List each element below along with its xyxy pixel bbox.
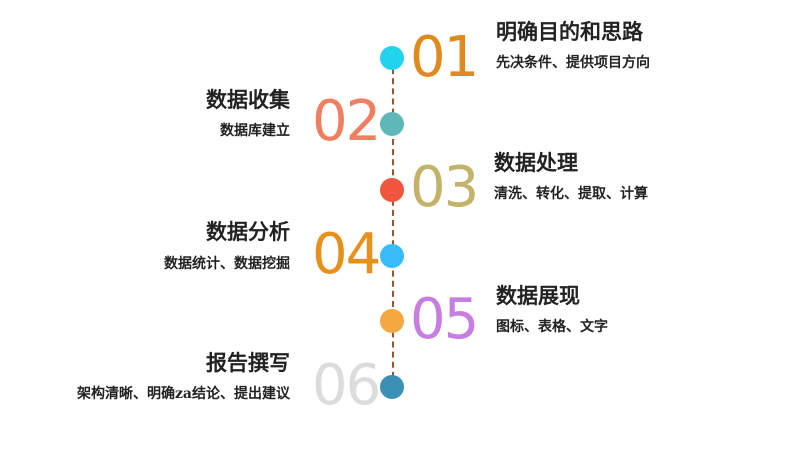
step-1-subtitle: 先决条件、提供项目方向 (496, 55, 650, 71)
timeline-dashed-line (392, 58, 394, 388)
step-1-number: 01 (410, 25, 479, 90)
step-1-dot (380, 46, 404, 70)
step-3-subtitle: 清洗、转化、提取、计算 (494, 186, 648, 202)
step-2-number: 02 (312, 89, 381, 154)
step-5-number: 05 (410, 287, 479, 352)
step-3-number: 03 (410, 155, 479, 220)
step-6-number: 06 (312, 353, 381, 418)
step-5-subtitle: 图标、表格、文字 (496, 319, 608, 335)
step-2-title: 数据收集 (206, 87, 290, 112)
step-6-subtitle: 架构清晰、明确za结论、提出建议 (76, 386, 290, 402)
step-3-title: 数据处理 (494, 150, 578, 175)
step-4-subtitle: 数据统计、数据挖掘 (164, 256, 290, 272)
step-3-dot (380, 178, 404, 202)
step-4-title: 数据分析 (206, 219, 290, 244)
step-6-dot (380, 375, 404, 399)
step-1-title: 明确目的和思路 (496, 19, 643, 44)
step-5-title: 数据展现 (496, 283, 580, 308)
step-4-dot (380, 244, 404, 268)
step-6-title: 报告撰写 (206, 350, 290, 375)
step-4-number: 04 (312, 222, 381, 287)
step-5-dot (380, 309, 404, 333)
step-2-dot (380, 112, 404, 136)
step-2-subtitle: 数据库建立 (220, 123, 290, 139)
